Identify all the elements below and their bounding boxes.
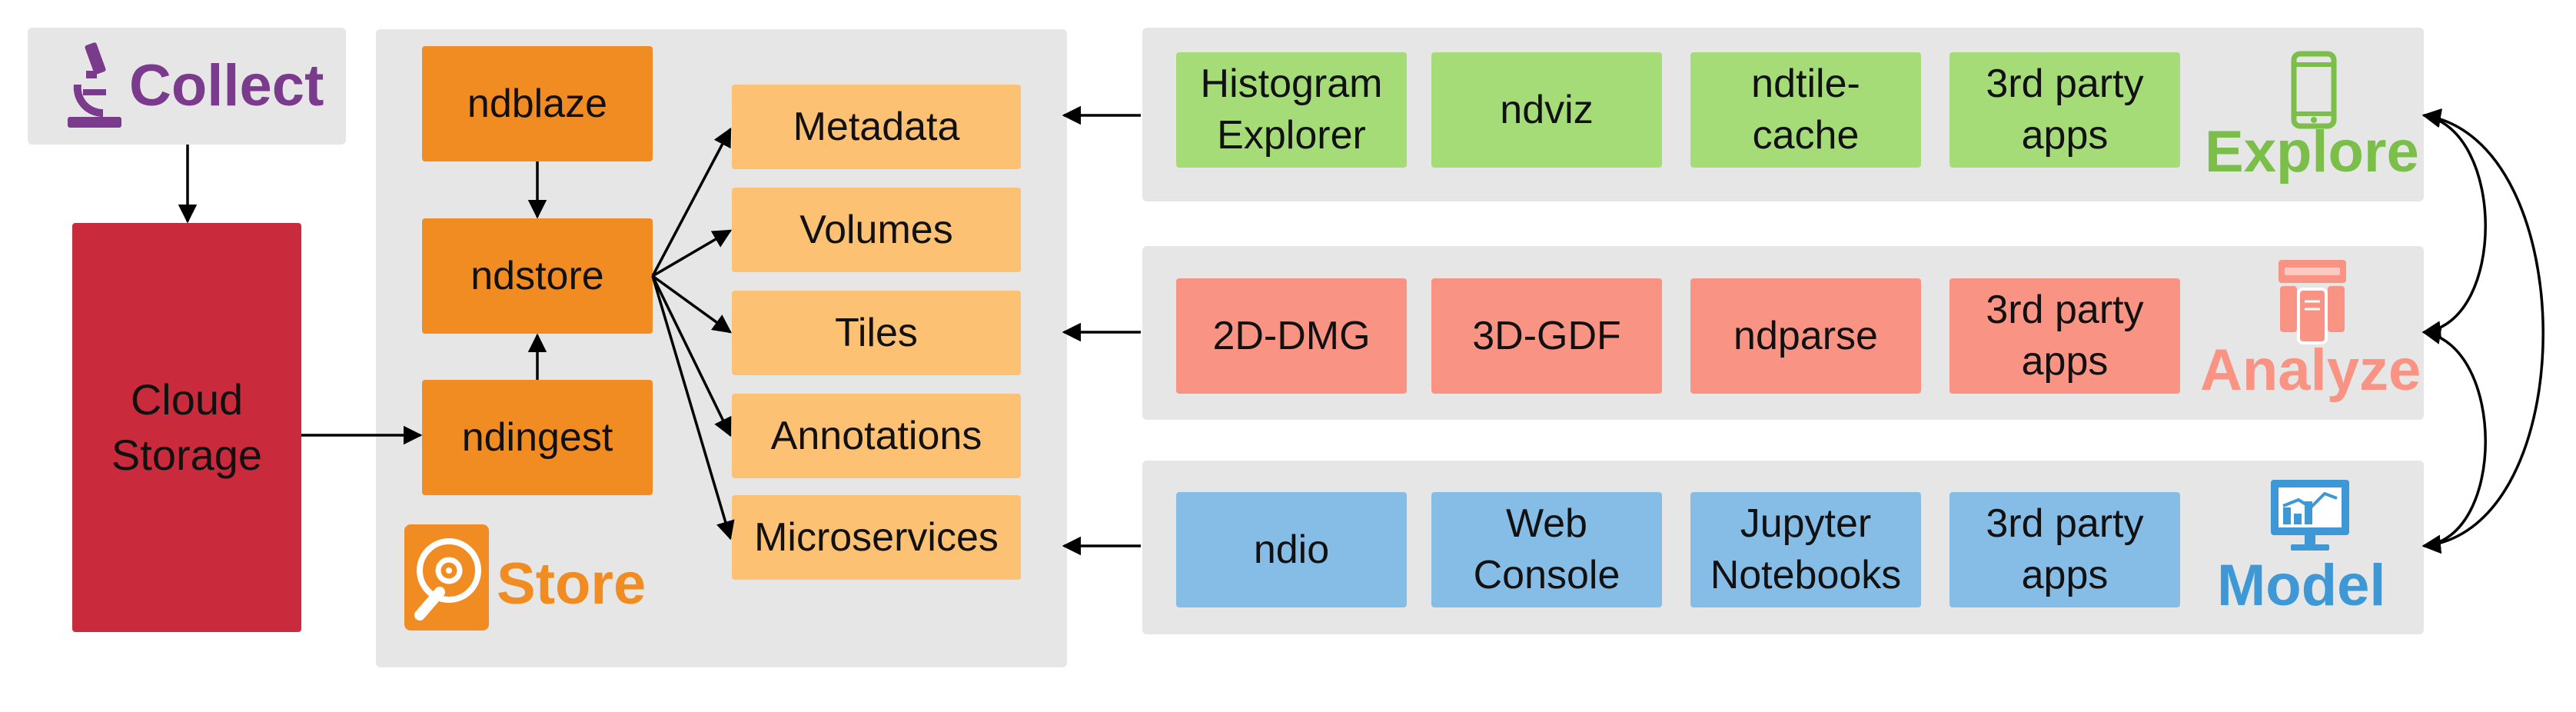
curve-explore-analyze [2421, 109, 2487, 340]
ndingest-label: ndingest [461, 414, 613, 460]
collect-title: Collect [129, 53, 324, 118]
explore-title: Explore [2205, 119, 2419, 185]
arrow-ndstore-to-microservices [651, 275, 735, 541]
analyze-3rd-party-apps-label: 3rd party apps [1986, 288, 2144, 384]
server-devices-icon [2277, 258, 2348, 348]
annotations-label: Annotations [770, 413, 982, 458]
arrow-ndstore-to-tiles [651, 274, 732, 334]
3d-gdf-box: 3D-GDF [1431, 278, 1662, 394]
smartphone-icon [2291, 51, 2337, 133]
arrow-ndstore-to-metadata [651, 127, 732, 277]
tiles-box: Tiles [732, 291, 1021, 375]
cloud-storage-label: Cloud Storage [111, 375, 263, 479]
jupyter-notebooks-label: Jupyter Notebooks [1710, 501, 1902, 597]
model-title: Model [2217, 553, 2386, 618]
ndtile-cache-label: ndtile- cache [1751, 62, 1860, 158]
ndviz-box: ndviz [1431, 52, 1662, 168]
ndtile-cache-box: ndtile- cache [1690, 52, 1921, 168]
jupyter-notebooks-box: Jupyter Notebooks [1690, 492, 1921, 607]
analyze-3rd-party-apps-box: 3rd party apps [1949, 278, 2180, 394]
microservices-label: Microservices [754, 514, 999, 560]
ndparse-box: ndparse [1690, 278, 1921, 394]
ndstore-label: ndstore [470, 253, 604, 298]
hard-drive-icon [404, 524, 489, 634]
3d-gdf-label: 3D-GDF [1472, 313, 1621, 358]
web-console-box: Web Console [1431, 492, 1662, 607]
ndviz-label: ndviz [1500, 87, 1594, 132]
model-3rd-party-apps-box: 3rd party apps [1949, 492, 2180, 607]
microscope-icon [63, 40, 128, 136]
store-title: Store [497, 551, 646, 617]
explore-3rd-party-apps-label: 3rd party apps [1986, 62, 2144, 158]
arrow-ndstore-to-volumes [652, 229, 733, 278]
volumes-box: Volumes [732, 188, 1021, 272]
histogram-explorer-label: Histogram Explorer [1200, 62, 1383, 158]
explore-3rd-party-apps-box: 3rd party apps [1949, 52, 2180, 168]
tiles-label: Tiles [835, 310, 918, 355]
ndstore-box: ndstore [422, 218, 653, 334]
annotations-box: Annotations [732, 394, 1021, 478]
web-console-label: Web Console [1473, 501, 1620, 597]
ndio-label: ndio [1253, 527, 1330, 572]
ndingest-box: ndingest [422, 380, 653, 495]
microservices-box: Microservices [732, 495, 1021, 580]
curve-explore-model [2421, 108, 2544, 554]
ndio-box: ndio [1176, 492, 1407, 607]
curve-analyze-model [2421, 325, 2487, 554]
metadata-box: Metadata [732, 85, 1021, 169]
monitor-chart-icon [2268, 477, 2352, 557]
model-3rd-party-apps-label: 3rd party apps [1986, 501, 2144, 597]
analyze-title: Analyze [2200, 338, 2421, 403]
2d-dmg-box: 2D-DMG [1176, 278, 1407, 394]
histogram-explorer-box: Histogram Explorer [1176, 52, 1407, 168]
ndblaze-box: ndblaze [422, 46, 653, 161]
ndblaze-label: ndblaze [467, 81, 608, 126]
arrow-ndstore-to-annotations [651, 275, 732, 438]
volumes-label: Volumes [799, 207, 953, 252]
cloud-storage-box: Cloud Storage [72, 223, 301, 632]
metadata-label: Metadata [793, 104, 960, 149]
2d-dmg-label: 2D-DMG [1212, 313, 1371, 358]
ndparse-label: ndparse [1733, 313, 1878, 358]
